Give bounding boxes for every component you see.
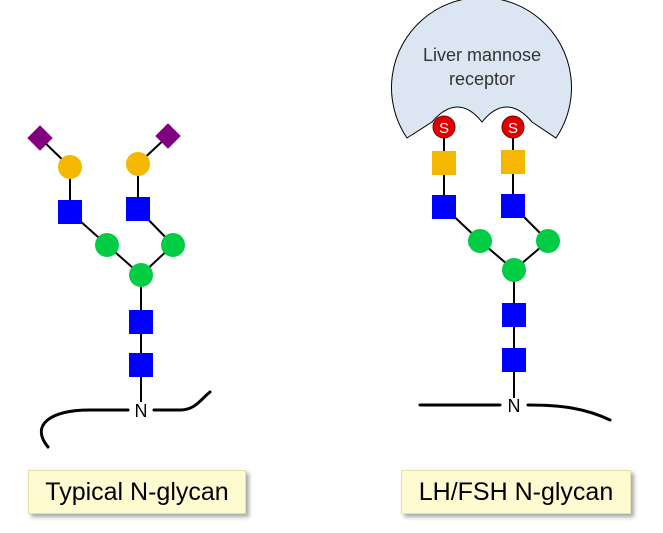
typical-glycan: N bbox=[27, 123, 212, 449]
protein-backbone-right bbox=[418, 403, 612, 422]
galnac-square-icon bbox=[501, 150, 525, 174]
asparagine-label-right: N bbox=[508, 396, 521, 416]
mannose-circle-icon bbox=[161, 233, 185, 257]
mannose-circle-icon bbox=[536, 229, 560, 253]
mannose-circle-icon bbox=[502, 258, 526, 282]
sulfate-icon: S bbox=[501, 115, 525, 139]
glcnac-square-icon bbox=[58, 200, 82, 224]
lhfsh-glycan: N Liver mannose receptor bbox=[391, 0, 612, 422]
liver-mannose-receptor-shape bbox=[391, 0, 572, 139]
typical-glycan-caption: Typical N-glycan bbox=[28, 470, 246, 514]
sulfate-icon: S bbox=[432, 115, 456, 139]
bonds-right bbox=[443, 127, 549, 398]
asparagine-label-left: N bbox=[135, 401, 148, 421]
glcnac-square-icon bbox=[501, 194, 525, 218]
glcnac-square-icon bbox=[126, 197, 150, 221]
lhfsh-glycan-caption: LH/FSH N-glycan bbox=[401, 470, 631, 514]
galactose-circle-icon bbox=[126, 152, 150, 176]
glcnac-square-icon bbox=[129, 353, 153, 377]
glcnac-square-icon bbox=[432, 195, 456, 219]
sulfate-label: S bbox=[439, 120, 449, 137]
galnac-square-icon bbox=[432, 151, 456, 175]
mannose-circle-icon bbox=[468, 229, 492, 253]
bonds-left bbox=[39, 135, 174, 402]
galactose-circle-icon bbox=[58, 155, 82, 179]
glcnac-square-icon bbox=[502, 303, 526, 327]
receptor-label: receptor bbox=[449, 69, 515, 89]
glcnac-square-icon bbox=[502, 348, 526, 372]
protein-backbone-left bbox=[40, 390, 212, 449]
mannose-circle-icon bbox=[95, 233, 119, 257]
mannose-circle-icon bbox=[129, 263, 153, 287]
receptor-label: Liver mannose bbox=[423, 45, 541, 65]
sulfate-label: S bbox=[508, 120, 518, 137]
glcnac-square-icon bbox=[129, 310, 153, 334]
